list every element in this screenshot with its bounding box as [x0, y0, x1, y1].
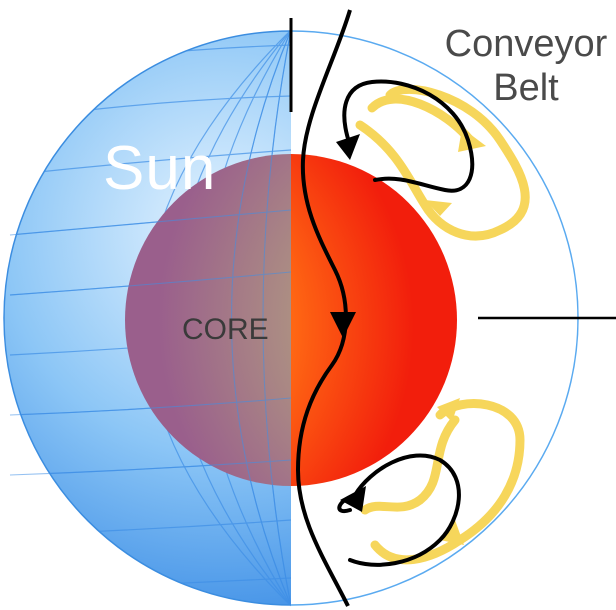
conveyor-belt-label-line1: Conveyor — [444, 23, 608, 65]
convection-loop-bottom — [360, 398, 525, 565]
flow-arrow-down — [330, 312, 356, 338]
sun-label: Sun — [103, 134, 217, 203]
sun-core — [9, 29, 457, 607]
conveyor-belt-label-line2: Belt — [493, 67, 559, 109]
flow-loop-top — [336, 79, 475, 193]
core-label: CORE — [182, 313, 269, 346]
conveyor-belt-label: Conveyor Belt — [436, 22, 616, 110]
flow-loop-bottom — [337, 453, 461, 567]
meridional-flow-line — [295, 9, 356, 607]
